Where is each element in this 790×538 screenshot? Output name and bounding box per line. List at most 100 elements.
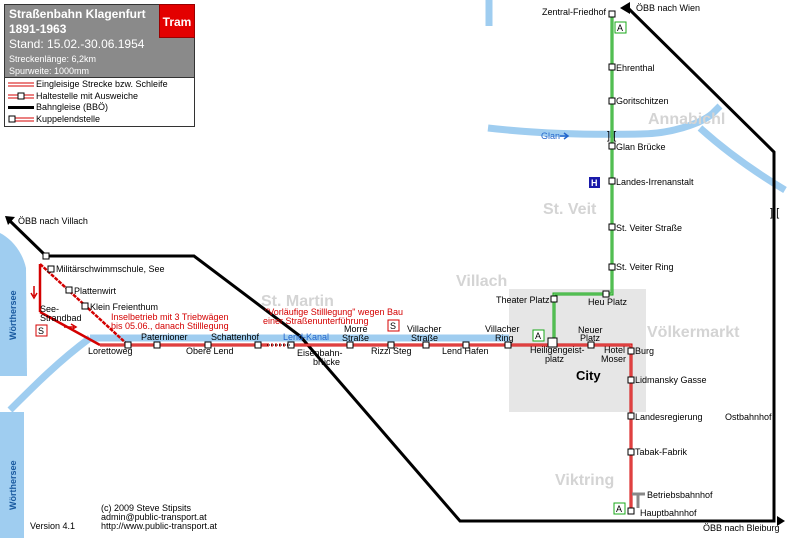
tram-badge: Tram [159,4,195,38]
stop-paternioner: Paternioner [141,332,188,342]
map-length: Streckenlänge: 6,2km [9,54,97,64]
river-outflow [7,335,93,413]
stream-east [697,125,787,194]
east-bridge-marker: ] [ [770,207,779,219]
label-oebb-wien: ÖBB nach Wien [636,3,700,13]
stop-lidmansky-gasse: Lidmansky Gasse [635,375,707,385]
stop-obere-lend: Obere Lend [186,346,234,356]
stop-landesregierung: Landesregierung [635,412,703,422]
stop-plattenwirt: Plattenwirt [74,286,117,296]
stop-st-veiter-ring: St. Veiter Ring [616,262,674,272]
svg-text:A: A [617,23,623,33]
stop-morre-strasse-1: Morre [344,324,368,334]
stop-heiligengeistplatz-1: Heiligengeist- [530,345,585,355]
note-stilllegung-1: "Vorläufige Stilllegung" wegen Bau [265,307,403,317]
stop-st-veiter-strasse: St. Veiter Straße [616,223,682,233]
city-label: City [576,368,601,383]
svg-text:S: S [390,321,396,331]
stop-goritschitzen: Goritschitzen [616,96,669,106]
label-glan: Glan [541,131,560,141]
glan-arrow-icon [560,132,570,140]
stop-villacher-ring-2: Ring [495,333,514,343]
stop-villacher-ring-1: Villacher [485,324,519,334]
stop-zentral-friedhof: Zentral-Friedhof [542,7,607,17]
map-title: Straßenbahn Klagenfurt [9,7,146,21]
glan-bridge-marker: ] [ [607,130,616,142]
legend-item-railway: Bahngleise (BBÖ) [8,102,109,112]
a-badge-heiligengeist: A [532,329,545,342]
stop-schattenhof: Schattenhof [211,332,260,342]
stop-rizzi-steg: Rizzi Steg [371,346,412,356]
stop-see-strandbad-2: Strandbad [40,313,82,323]
a-badge-hauptbahnhof: A [613,502,626,515]
stop-eisenbahnbruecke-2: brücke [313,357,340,367]
stop-betriebsbahnhof: Betriebsbahnhof [647,490,713,500]
stop-villacher-strasse-2: Straße [411,333,438,343]
note-stilllegung-2: einer Straßenunterführung [263,316,369,326]
district-st-martin: St. Martin [261,293,334,310]
stop-markers [42,10,635,515]
legend-item-stop-passing: Haltestelle mit Ausweiche [5,91,196,103]
stop-militaerschwimmschule: Militärschwimmschule, See [56,264,165,274]
stop-glan-bruecke: Glan Brücke [616,142,666,152]
footer-copyright: (c) 2009 Steve Stipsits [101,503,192,513]
district-voelkermarkt: Völkermarkt [647,324,740,341]
district-annabichl: Annabichl [648,111,725,128]
stop-klein-freienthum: Klein Freienthum [90,302,158,312]
woerthersee-south [0,412,24,538]
legend-item-single-track: Eingleisige Strecke bzw. Schleife [8,79,168,89]
map-years: 1891-1963 [9,22,67,36]
map-stand: Stand: 15.02.-30.06.1954 [9,37,145,51]
s-badge-see: S [35,324,48,337]
stop-neuer-platz-1: Neuer [578,325,603,335]
stop-landes-irrenanstalt: Landes-Irrenanstalt [616,177,694,187]
stop-hotel-moser-1: Hotel [604,345,625,355]
stop-theater-platz: Theater Platz [496,295,550,305]
label-woerthersee-1: Wörthersee [8,290,18,340]
stop-morre-strasse-2: Straße [342,333,369,343]
district-st-veit: St. Veit [543,201,597,218]
stop-ostbahnhof: Ostbahnhof [725,412,772,422]
railway-villach [46,6,776,523]
svg-text:A: A [535,331,541,341]
city-area [509,289,646,412]
stop-hotel-moser-2: Moser [601,354,626,364]
stop-lend-hafen: Lend Hafen [442,346,489,356]
stop-hauptbahnhof: Hauptbahnhof [640,508,697,518]
footer-url: http://www.public-transport.at [101,521,218,531]
stop-heu-platz: Heu Platz [588,297,628,307]
footer-version: Version 4.1 [30,521,75,531]
stop-heiligengeistplatz-2: platz [545,354,565,364]
s-badge-morre: S [387,319,400,332]
railway-villach-arrow [5,216,15,225]
legend: Eingleisige Strecke bzw. Schleife Haltes… [4,77,195,127]
h-badge-hospital: H [589,177,600,188]
stop-ehrenthal: Ehrenthal [616,63,655,73]
label-lend-kanal: Lend-Kanal [283,332,329,342]
note-inselbetrieb-2: bis 05.06., danach Stilllegung [111,321,229,331]
railway-villach-spur [8,219,48,258]
glan-river [487,103,723,138]
stop-lorettoweg: Lorettoweg [88,346,133,356]
label-oebb-villach: ÖBB nach Villach [18,216,88,226]
betriebsbahnhof-marker [632,492,645,508]
railway-wien-arrow [620,2,630,14]
arrow-right-icon [64,323,78,331]
stop-burg: Burg [635,346,654,356]
label-woerthersee-2: Wörthersee [8,460,18,510]
a-badge-zentral: A [614,21,627,34]
arrow-down-icon [30,286,38,300]
note-inselbetrieb-1: Inselbetrieb mit 3 Triebwägen [111,312,229,322]
stop-eisenbahnbruecke-1: Eisenbahn- [297,348,343,358]
district-viktring: Viktring [555,472,614,489]
district-villach: Villach [456,273,507,290]
label-oebb-bleiburg: ÖBB nach Bleiburg [703,523,780,533]
svg-text:S: S [38,326,44,336]
svg-text:H: H [591,178,598,188]
svg-text:A: A [616,504,622,514]
legend-item-terminal: Kuppelendstelle [5,114,196,126]
railway-bleiburg-arrow [777,516,785,526]
stop-see-strandbad-1: See- [40,304,59,314]
footer-email: admin@public-transport.at [101,512,207,522]
